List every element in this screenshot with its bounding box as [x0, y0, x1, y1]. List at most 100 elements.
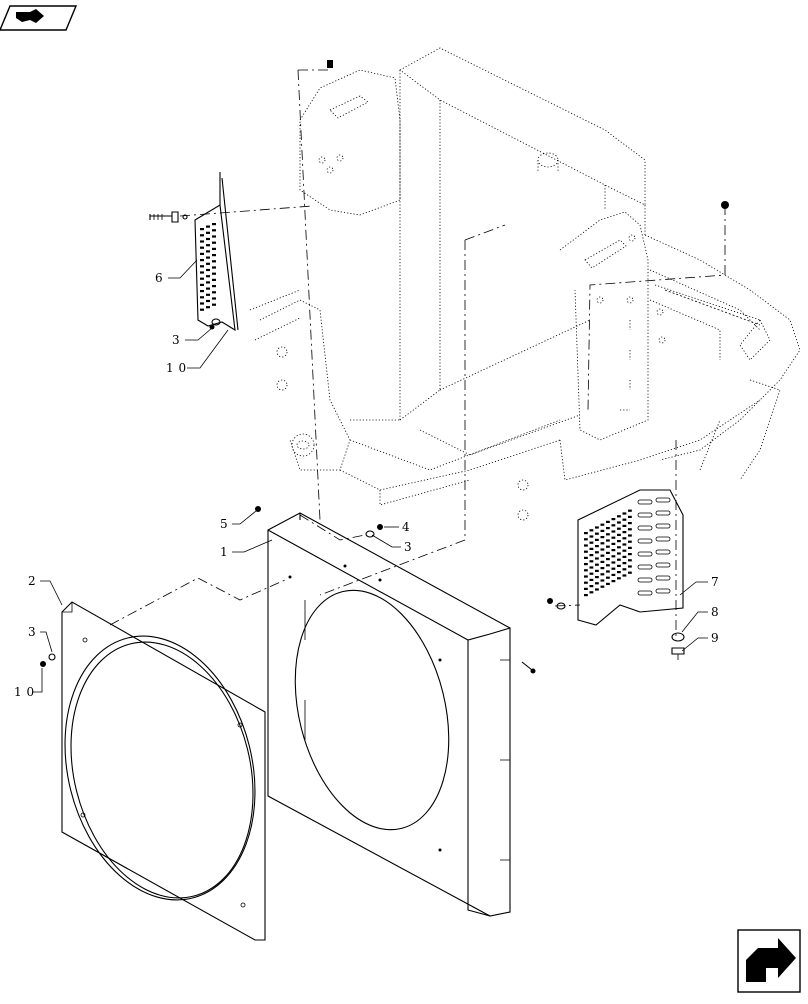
grille-slot	[600, 529, 605, 532]
grille-long-slot	[637, 512, 653, 518]
machine-frame-phantom	[249, 47, 801, 521]
grille-slot	[200, 271, 204, 274]
grille-slot	[206, 262, 210, 265]
grille-slot	[212, 235, 216, 238]
callout-labels: 6 3 1 0 5 1 4 3 2 3 1 0 7 8 9	[14, 271, 719, 699]
right-grille-part-7	[577, 489, 684, 626]
grille-slot	[622, 568, 627, 571]
grille-slot	[200, 296, 204, 299]
grille-long-slot	[655, 510, 671, 516]
grille-slot	[611, 530, 616, 533]
grille-slot	[584, 575, 588, 578]
grille-slot	[200, 228, 204, 231]
grille-slot	[617, 546, 621, 549]
grille-long-slot	[655, 562, 671, 568]
grille-slot	[584, 587, 588, 590]
grille-slot	[600, 560, 605, 563]
grille-slot	[611, 567, 616, 570]
grille-long-slot	[637, 499, 653, 505]
callout-4: 4	[402, 520, 410, 534]
grille-slot	[200, 283, 204, 286]
grille-slot	[584, 532, 588, 535]
grille-slot	[622, 543, 627, 546]
grille-slot	[206, 250, 210, 253]
grille-slot	[206, 268, 210, 272]
grille-long-slot	[637, 577, 653, 583]
grille-slot	[206, 299, 210, 303]
grille-slot	[611, 542, 616, 545]
bolt-part-6-fastener	[149, 211, 188, 223]
callout-10: 1 0	[166, 361, 187, 375]
grille-slot	[212, 241, 216, 244]
grille-slot	[200, 290, 204, 293]
grille-slot	[617, 558, 621, 561]
grille-slot	[611, 549, 616, 552]
grille-slot	[622, 518, 627, 521]
grille-long-slot	[655, 549, 671, 555]
grille-slot	[606, 545, 610, 548]
grille-slot	[622, 562, 627, 565]
grille-slot	[212, 291, 216, 294]
grille-slot	[212, 285, 216, 288]
grille-slot	[622, 549, 627, 552]
callout-5: 5	[220, 517, 228, 531]
grille-slot	[595, 557, 599, 560]
hardware-items	[40, 318, 685, 674]
grille-slot	[589, 529, 594, 532]
grille-slot	[212, 229, 216, 232]
grille-slot	[628, 565, 632, 568]
callout-10: 1 0	[14, 685, 35, 699]
grille-slot	[628, 515, 632, 518]
callout-8: 8	[711, 605, 719, 619]
grille-long-slot	[637, 590, 653, 596]
grille-slot	[628, 546, 632, 549]
grille-slot	[206, 244, 210, 247]
grille-slot	[200, 252, 204, 255]
grille-slot	[617, 552, 621, 555]
grille-long-slot	[637, 551, 653, 557]
grille-slot	[600, 542, 605, 545]
grille-slot	[611, 524, 616, 527]
grille-slot	[589, 535, 594, 538]
grille-slot	[200, 277, 204, 280]
grille-slot	[611, 580, 616, 583]
grille-slot	[212, 260, 216, 263]
grille-slot	[584, 538, 588, 541]
grille-slot	[589, 541, 594, 544]
grille-slot	[617, 515, 621, 518]
grille-slot	[606, 564, 610, 567]
callout-2: 2	[28, 574, 36, 588]
grille-slot	[595, 545, 599, 548]
grille-slot	[628, 559, 632, 562]
grille-slot	[584, 594, 588, 597]
callout-1: 1	[220, 545, 228, 559]
grille-slot	[628, 553, 632, 556]
grille-slot	[628, 509, 632, 512]
fan-shroud-part-1	[267, 512, 511, 917]
grille-slot	[606, 582, 610, 585]
grille-slot	[206, 225, 210, 228]
grille-slot	[589, 554, 594, 557]
callout-leaders	[33, 259, 708, 693]
navigation-arrow-icon[interactable]	[737, 929, 801, 993]
grille-long-slot	[655, 588, 671, 594]
grille-slot	[595, 551, 599, 554]
grille-long-slot	[655, 575, 671, 581]
grille-slot	[212, 278, 216, 281]
grille-long-slot	[655, 497, 671, 503]
grille-slot	[606, 576, 610, 579]
left-grille-part-6	[194, 172, 239, 332]
grille-long-slot	[655, 536, 671, 542]
grille-slot	[600, 585, 605, 588]
grille-slot	[600, 567, 605, 570]
grille-slot	[595, 532, 599, 535]
grille-slot	[617, 521, 621, 524]
grille-slot	[600, 523, 605, 526]
callout-7: 7	[711, 575, 719, 589]
callout-3: 3	[404, 540, 412, 554]
grille-slot	[589, 547, 594, 550]
catalog-back-arrow-icon[interactable]	[0, 5, 78, 31]
assembly-center-lines	[109, 65, 726, 640]
grille-slot	[206, 231, 210, 234]
grille-slot	[606, 551, 610, 554]
